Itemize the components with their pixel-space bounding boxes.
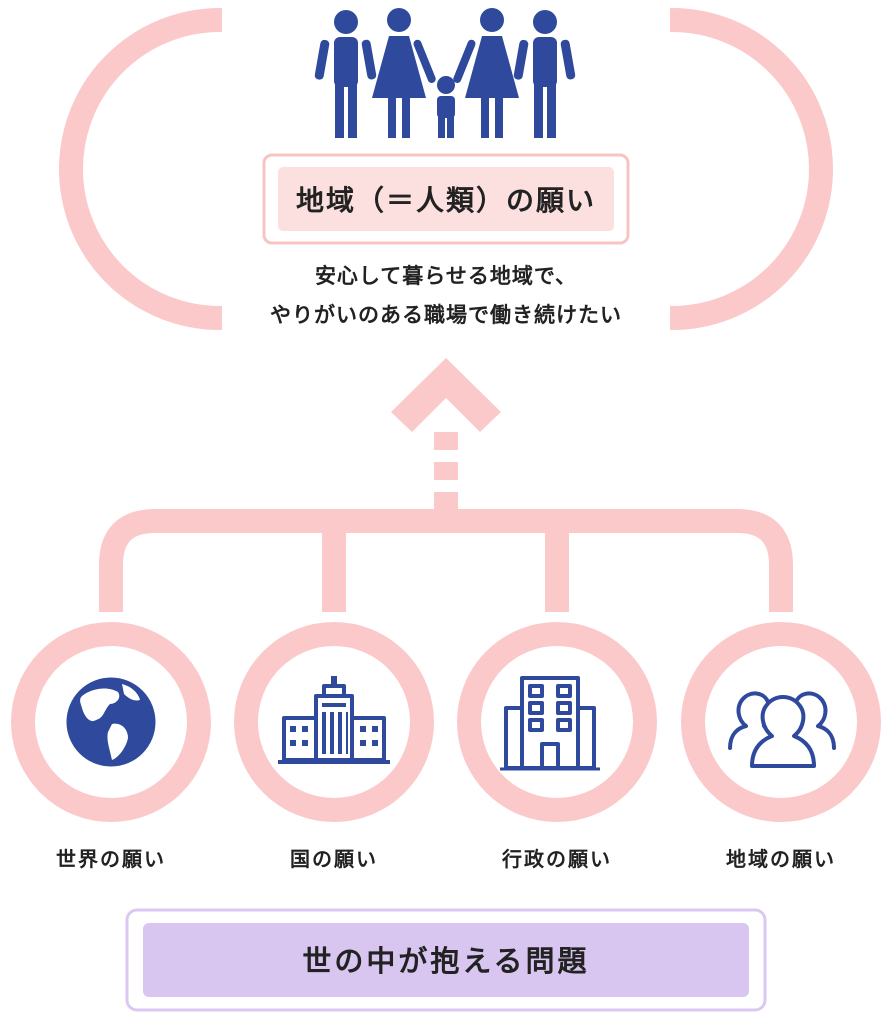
wish-label-world: 世界の願い	[56, 847, 166, 871]
globe-icon	[66, 677, 156, 767]
up-arrow	[391, 358, 501, 510]
wish-label-administration: 行政の願い	[501, 847, 612, 871]
wish-circle-country	[234, 622, 434, 822]
people-group-icon	[728, 691, 836, 768]
top-description-line2: やりがいのある職場で働き続けたい	[270, 303, 622, 327]
connector-tree	[99, 509, 793, 612]
wish-circle-administration	[457, 622, 657, 822]
bottom-title: 世の中が抱える問題	[302, 944, 589, 978]
family-icon	[314, 8, 576, 138]
left-bracket-arc	[59, 8, 222, 330]
top-description-line1: 安心して暮らせる地域で、	[315, 264, 577, 288]
top-title: 地域（＝人類）の願い	[296, 184, 596, 217]
wish-circle-region	[681, 622, 881, 822]
wish-circle-world	[11, 622, 211, 822]
government-building-icon	[278, 676, 390, 764]
wish-label-country: 国の願い	[290, 847, 378, 871]
top-title-box	[278, 167, 614, 231]
right-bracket-arc	[670, 8, 833, 330]
bottom-box	[143, 923, 749, 997]
office-building-icon	[500, 676, 600, 771]
wish-label-region: 地域の願い	[726, 847, 836, 871]
